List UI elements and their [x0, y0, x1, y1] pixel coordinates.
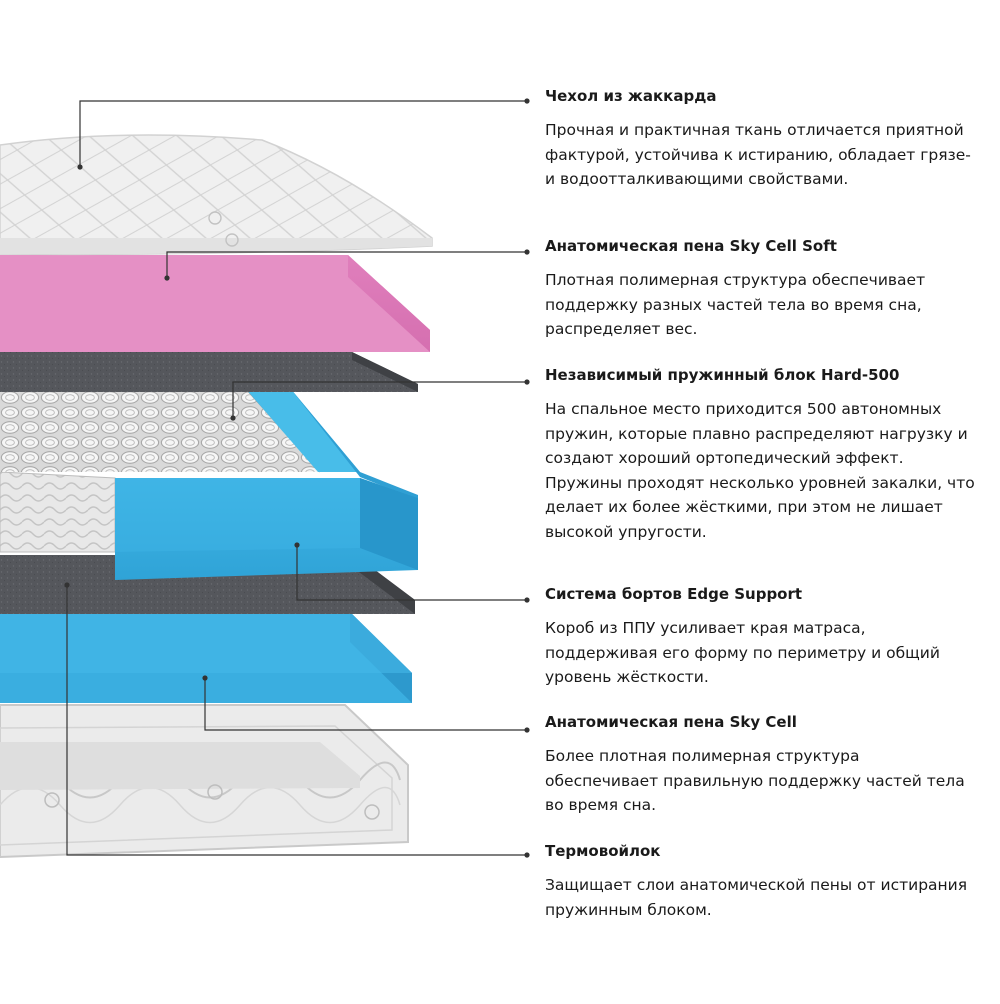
- layer-upper-felt: [0, 352, 418, 392]
- leader-sky-cell: [202, 675, 530, 733]
- leader-edge-support: [294, 542, 530, 603]
- leader-sky-cell-soft: [164, 249, 530, 281]
- leader-spring-block: [230, 379, 530, 421]
- layer-info-sky-cell: Анатомическая пена Sky Cell Более плотна…: [545, 712, 975, 818]
- layer-info-edge-support: Система бортов Edge Support Короб из ППУ…: [545, 584, 975, 690]
- layer-sky-cell: [0, 612, 412, 703]
- layer-info-sky-cell-soft: Анатомическая пена Sky Cell Soft Плотная…: [545, 236, 975, 342]
- leader-jacquard: [77, 98, 530, 170]
- layer-description: На спальное место приходится 500 автоном…: [545, 400, 975, 541]
- layer-description: Короб из ППУ усиливает края матраса, под…: [545, 619, 940, 686]
- edge-support-frame: [115, 388, 418, 580]
- layer-title: Система бортов Edge Support: [545, 585, 803, 603]
- leader-felt: [64, 582, 530, 858]
- layer-title: Независимый пружинный блок Hard-500: [545, 366, 900, 384]
- layer-jacquard-cover: [0, 134, 433, 256]
- layer-title: Анатомическая пена Sky Cell: [545, 713, 797, 731]
- layer-info-spring-block: Независимый пружинный блок Hard-500 На с…: [545, 365, 975, 544]
- layer-sky-cell-soft: [0, 255, 430, 352]
- layer-title: Термовойлок: [545, 842, 661, 860]
- layer-description: Более плотная полимерная структура обесп…: [545, 747, 965, 814]
- layer-description: Защищает слои анатомической пены от исти…: [545, 876, 968, 919]
- layer-info-felt: Термовойлок Защищает слои анатомической …: [545, 841, 975, 922]
- layer-title: Анатомическая пена Sky Cell Soft: [545, 237, 837, 255]
- layer-title: Чехол из жаккарда: [545, 87, 717, 105]
- mattress-base: [0, 704, 409, 859]
- layer-description: Прочная и практичная ткань отличается пр…: [545, 121, 971, 188]
- layer-description: Плотная полимерная структура обеспечивае…: [545, 271, 926, 338]
- layer-info-jacquard: Чехол из жаккарда Прочная и практичная т…: [545, 86, 975, 192]
